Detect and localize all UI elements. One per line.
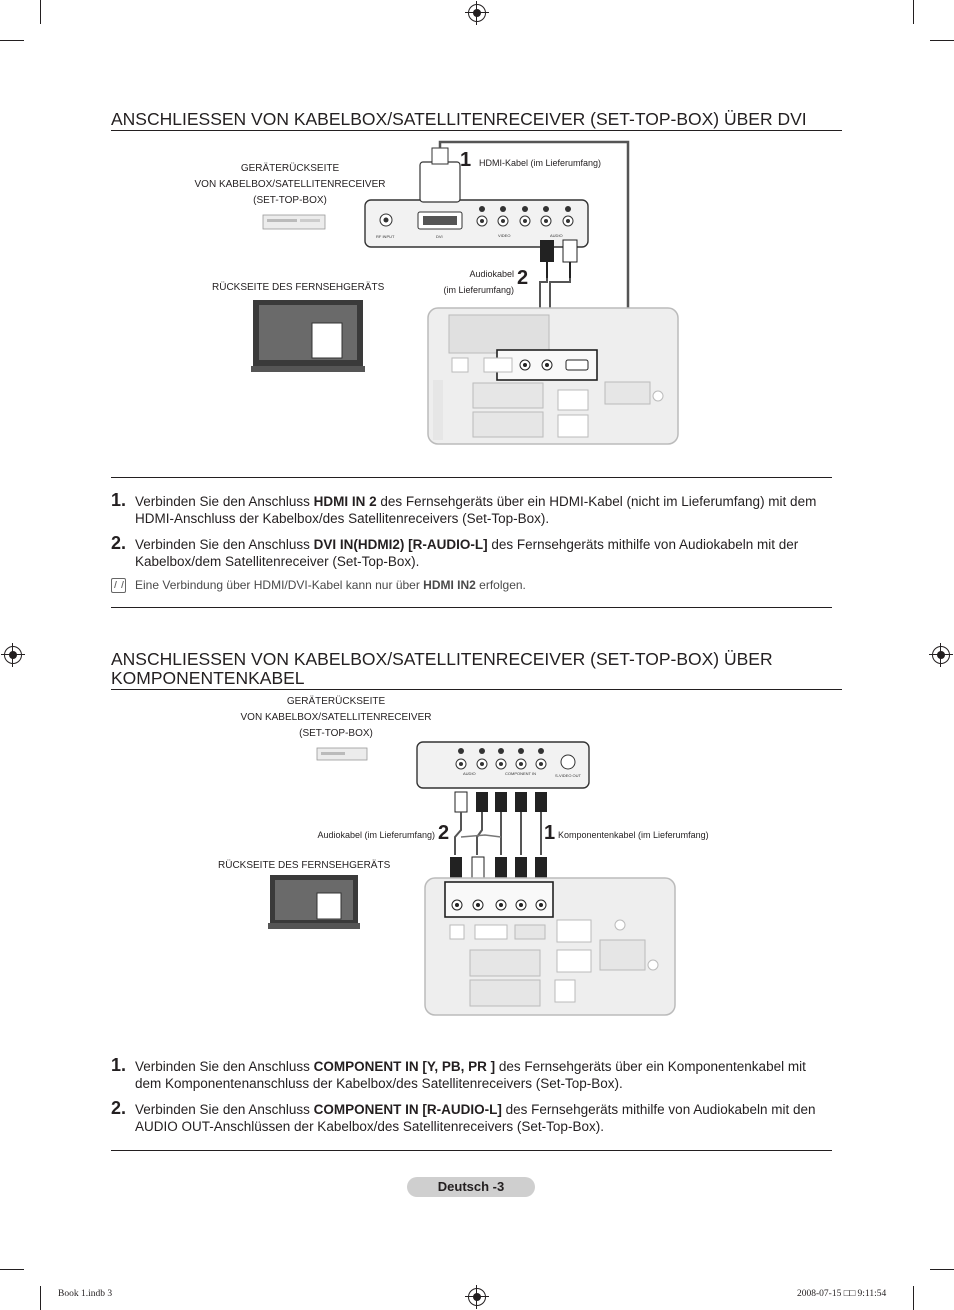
callout-1-text: HDMI-Kabel (im Lieferumfang) [479, 158, 602, 168]
svg-text:COMPONENT IN: COMPONENT IN [505, 771, 536, 776]
section-title-component-line2: KOMPONENTENKABEL [111, 668, 305, 688]
tv-label: RÜCKSEITE DES FERNSEHGERÄTS [212, 282, 385, 293]
svg-text:RF INPUT: RF INPUT [376, 234, 395, 239]
stb-label-line1: GERÄTERÜCKSEITE [240, 163, 340, 174]
step-text: Verbinden Sie den Anschluss COMPONENT IN… [135, 1102, 816, 1134]
step-text: Verbinden Sie den Anschluss DVI IN(HDMI2… [135, 537, 799, 569]
callout-2-line2: (im Lieferumfang) [443, 285, 514, 295]
stb-label-line1: GERÄTERÜCKSEITE [286, 696, 386, 707]
stb-label-line3: (SET-TOP-BOX) [299, 728, 373, 739]
registration-mark-icon [465, 1285, 489, 1309]
tv-label: RÜCKSEITE DES FERNSEHGERÄTS [218, 860, 391, 871]
set-top-box-thumbnail [316, 747, 368, 761]
crop-mark [0, 1269, 24, 1270]
step-number: 1. [111, 490, 127, 510]
print-slug-right: 2008-07-15 □□ 9:11:54 [797, 1289, 887, 1299]
section-rule [111, 130, 842, 131]
callout-2-number: 2 [517, 267, 529, 289]
dvi-connection-diagram: RF INPUT DVI VIDEO AUDIO [251, 140, 679, 445]
set-top-box-back-panel: AUDIO COMPONENT IN S-VIDEO OUT [416, 741, 590, 789]
stb-label-line3: (SET-TOP-BOX) [253, 195, 327, 206]
svg-text:AUDIO: AUDIO [463, 771, 476, 776]
step-text: Verbinden Sie den Anschluss HDMI IN 2 de… [135, 494, 817, 526]
component-connection-diagram: AUDIO COMPONENT IN S-VIDEO OUT [268, 741, 676, 1016]
svg-text:VIDEO: VIDEO [498, 233, 510, 238]
crop-mark [40, 1286, 41, 1310]
steps-rule-bottom [111, 607, 832, 608]
tv-thumbnail [251, 300, 365, 372]
set-top-box-back-panel: RF INPUT DVI VIDEO AUDIO [364, 199, 589, 248]
stb-label-line2: VON KABELBOX/SATELLITENRECEIVER [194, 179, 386, 190]
svg-text:S-VIDEO OUT: S-VIDEO OUT [555, 773, 582, 778]
callout-1-number: 1 [460, 149, 472, 171]
callout-2-line1: Audiokabel [469, 269, 514, 279]
registration-mark-icon [465, 1, 489, 25]
callout-2-text: Audiokabel (im Lieferumfang) [317, 830, 435, 840]
callout-2-number: 2 [438, 822, 450, 844]
tv-back-panel [427, 307, 679, 445]
svg-text:DVI: DVI [436, 234, 443, 239]
crop-mark [40, 0, 41, 24]
callout-1-number: 1 [544, 822, 556, 844]
crop-mark [913, 0, 914, 24]
svg-text:AUDIO: AUDIO [550, 233, 563, 238]
section-rule [111, 689, 842, 690]
crop-mark [930, 1269, 954, 1270]
registration-mark-icon [929, 643, 953, 667]
component-and-audio-cables [450, 791, 547, 880]
steps-rule-bottom [111, 1150, 832, 1151]
set-top-box-thumbnail [262, 214, 326, 230]
section-title-component-line1: ANSCHLIESSEN VON KABELBOX/SATELLITENRECE… [111, 649, 773, 669]
hdmi-cable [419, 140, 637, 368]
crop-mark [913, 1286, 914, 1310]
page-number-badge: Deutsch -3 [407, 1177, 535, 1197]
tv-thumbnail [268, 875, 360, 929]
note-text: Eine Verbindung über HDMI/DVI-Kabel kann… [135, 578, 526, 592]
step-number: 2. [111, 1098, 127, 1118]
crop-mark [930, 40, 954, 41]
step-number: 2. [111, 533, 127, 553]
steps-rule-top [111, 477, 832, 478]
stb-label-line2: VON KABELBOX/SATELLITENRECEIVER [240, 712, 432, 723]
print-slug-left: Book 1.indb 3 [58, 1289, 113, 1299]
step-text: Verbinden Sie den Anschluss COMPONENT IN… [135, 1059, 806, 1091]
registration-mark-icon [1, 643, 25, 667]
step-number: 1. [111, 1055, 127, 1075]
note-icon [111, 578, 126, 593]
tv-back-panel [424, 877, 676, 1016]
crop-mark [0, 40, 24, 41]
section-title-dvi: ANSCHLIESSEN VON KABELBOX/SATELLITENRECE… [111, 109, 807, 129]
callout-1-text: Komponentenkabel (im Lieferumfang) [558, 830, 709, 840]
